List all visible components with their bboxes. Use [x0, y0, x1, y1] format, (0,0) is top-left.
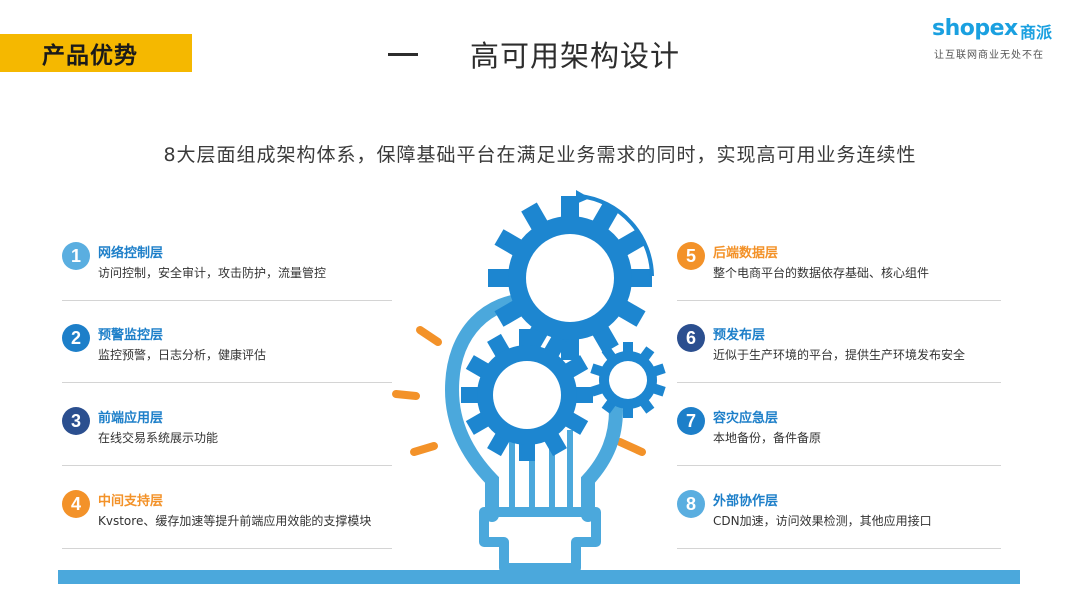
bottom-bar: [58, 570, 1020, 584]
layer-title: 预警监控层: [98, 328, 164, 343]
logo-brand: shopex: [932, 16, 1018, 41]
layer-title: 中间支持层: [98, 494, 164, 509]
layer-title: 外部协作层: [713, 494, 779, 509]
title-dash: [388, 52, 418, 56]
layer-number-badge: 2: [62, 324, 90, 352]
layer-item-8: 8 外部协作层 CDN加速，访问效果检测，其他应用接口: [677, 486, 1001, 549]
layer-desc: CDN加速，访问效果检测，其他应用接口: [713, 514, 932, 528]
logo-brand-cn: 商派: [1020, 23, 1053, 42]
layer-title: 预发布层: [713, 328, 766, 343]
layer-number-badge: 7: [677, 407, 705, 435]
layer-item-2: 2 预警监控层 监控预警，日志分析，健康评估: [62, 320, 392, 383]
layer-number-badge: 5: [677, 242, 705, 270]
layer-desc: 整个电商平台的数据依存基础、核心组件: [713, 266, 930, 280]
layer-number-badge: 8: [677, 490, 705, 518]
shopex-logo: shopex 商派 让互联网商业无处不在: [932, 16, 1062, 61]
layer-item-3: 3 前端应用层 在线交易系统展示功能: [62, 403, 392, 466]
layer-number-badge: 1: [62, 242, 90, 270]
layer-item-5: 5 后端数据层 整个电商平台的数据依存基础、核心组件: [677, 238, 1001, 301]
layer-number-badge: 6: [677, 324, 705, 352]
layer-number-badge: 4: [62, 490, 90, 518]
layer-title: 前端应用层: [98, 411, 164, 426]
lightbulb-gears-icon: [392, 190, 666, 573]
page-title-text: 高可用架构设计: [470, 39, 681, 73]
layer-item-1: 1 网络控制层 访问控制，安全审计，攻击防护，流量管控: [62, 238, 392, 301]
layer-item-7: 7 容灾应急层 本地备份，备件备原: [677, 403, 1001, 466]
layer-number-badge: 3: [62, 407, 90, 435]
layer-desc: 监控预警，日志分析，健康评估: [98, 348, 267, 362]
layer-desc: 在线交易系统展示功能: [98, 431, 219, 445]
layer-desc: 访问控制，安全审计，攻击防护，流量管控: [98, 266, 327, 280]
layer-desc: 近似于生产环境的平台，提供生产环境发布安全: [713, 348, 966, 362]
layer-desc: 本地备份，备件备原: [713, 431, 822, 445]
section-tag: 产品优势: [0, 34, 192, 72]
layer-item-4: 4 中间支持层 Kvstore、缓存加速等提升前端应用效能的支撑模块: [62, 486, 392, 549]
layer-title: 网络控制层: [98, 246, 164, 261]
layer-title: 后端数据层: [713, 246, 779, 261]
layer-desc: Kvstore、缓存加速等提升前端应用效能的支撑模块: [98, 514, 372, 528]
subtitle: 8大层面组成架构体系，保障基础平台在满足业务需求的同时，实现高可用业务连续性: [163, 144, 917, 166]
logo-slogan: 让互联网商业无处不在: [934, 50, 1044, 61]
page-title: 高可用架构设计: [388, 34, 680, 74]
layer-title: 容灾应急层: [713, 411, 779, 426]
layer-item-6: 6 预发布层 近似于生产环境的平台，提供生产环境发布安全: [677, 320, 1001, 383]
